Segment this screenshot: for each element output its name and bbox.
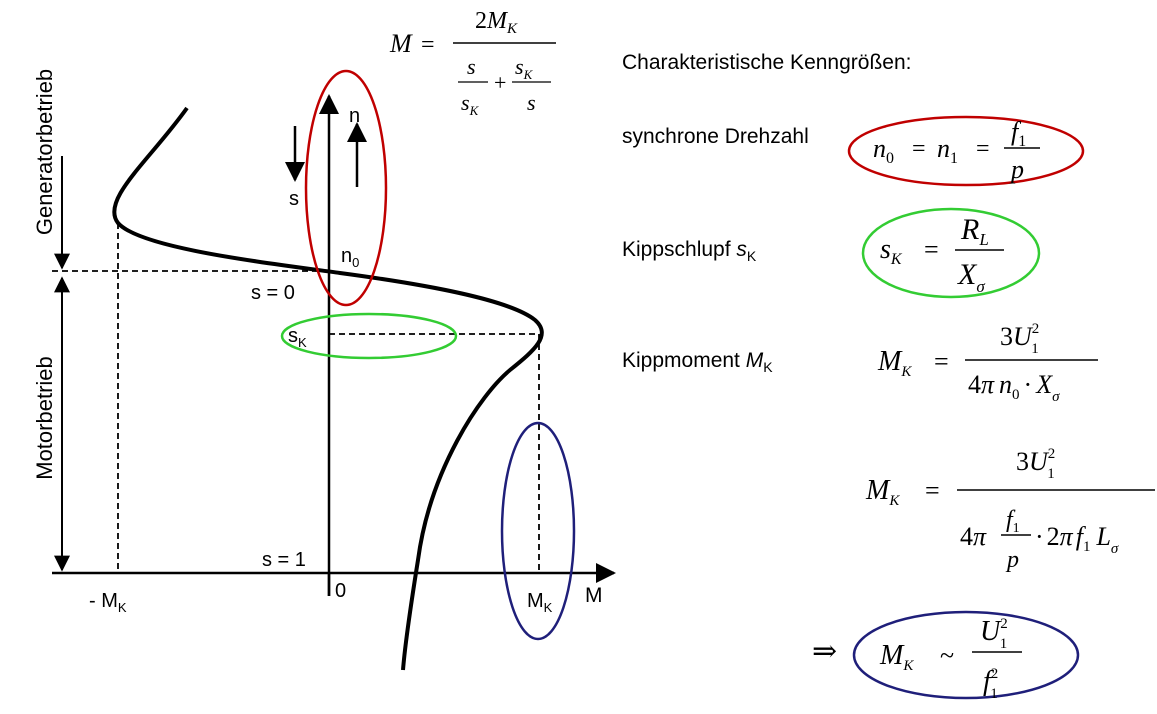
n0-label: n0: [341, 245, 359, 270]
n-arrow-label: n: [349, 105, 360, 127]
svg-text:=: =: [976, 136, 990, 162]
svg-text:s: s: [527, 90, 536, 115]
svg-text:sK: sK: [880, 234, 903, 268]
svg-text:M: M: [389, 29, 413, 58]
kloss-formula: M = 2MK s sK + sK s: [389, 8, 556, 118]
green-highlight-ellipse: [280, 312, 458, 360]
svg-text:MK: MK: [865, 475, 900, 509]
svg-text:p: p: [1009, 155, 1024, 184]
svg-text:n1: n1: [937, 134, 958, 167]
svg-text:MK: MK: [877, 346, 912, 380]
navy-highlight-ellipse: [500, 421, 576, 641]
svg-text:=: =: [934, 347, 949, 376]
red-highlight-ellipse: [304, 69, 388, 307]
minus-mk-label: - MK: [89, 590, 127, 615]
svg-text:MK: MK: [879, 640, 914, 674]
svg-text:2MK: 2MK: [475, 8, 518, 37]
kipp-slip-label-var: s: [736, 238, 747, 261]
svg-text:=: =: [925, 476, 940, 505]
s-arrow-label: s: [289, 188, 299, 210]
m-axis-label: M: [585, 584, 603, 607]
svg-text:⇒: ⇒: [812, 635, 837, 668]
kipp-slip-formula: sK = RL Xσ: [861, 207, 1041, 299]
svg-text:=: =: [421, 32, 435, 58]
motor-region-label: Motorbetrieb: [32, 356, 57, 480]
mk-label: MK: [527, 590, 553, 615]
svg-text:sK: sK: [461, 90, 480, 118]
svg-text:p: p: [1005, 547, 1019, 573]
svg-text:=: =: [924, 235, 939, 264]
sync-speed-label: synchrone Drehzahl: [622, 125, 809, 148]
svg-text:n0: n0: [873, 134, 894, 167]
kipp-moment-label-var: M: [745, 349, 764, 372]
svg-text:RL: RL: [960, 213, 989, 249]
sk-label: sK: [288, 325, 307, 350]
sync-speed-formula: n0 = n1 = f1 p: [847, 115, 1085, 187]
s-one-label: s = 1: [262, 549, 306, 571]
svg-text:Xσ: Xσ: [957, 258, 985, 296]
kipp-moment-label-sub: K: [763, 359, 773, 376]
sync-speed-ellipse: [847, 115, 1085, 187]
kipp-moment-label: Kippmoment MK: [622, 349, 773, 375]
svg-text:sK: sK: [515, 54, 534, 82]
torque-curve: [112, 106, 544, 671]
svg-text:~: ~: [940, 641, 954, 670]
kipp-slip-label: Kippschlupf sK: [622, 238, 756, 264]
kipp-slip-label-sub: K: [746, 248, 757, 265]
svg-text:+: +: [494, 70, 506, 95]
svg-text:s: s: [467, 54, 476, 79]
kipp-slip-ellipse: [861, 207, 1041, 299]
svg-text:=: =: [912, 136, 926, 162]
svg-text:f1: f1: [1006, 507, 1020, 536]
kipp-moment-label-text: Kippmoment: [622, 349, 746, 372]
generator-region-label: Generatorbetrieb: [32, 69, 57, 235]
s-zero-label: s = 0: [251, 282, 295, 304]
proportionality-ellipse: [852, 610, 1080, 700]
svg-text:f1: f1: [1011, 117, 1026, 150]
kipp-slip-label-text: Kippschlupf: [622, 238, 737, 261]
svg-text:f21: f21: [983, 666, 998, 702]
panel-heading: Charakteristische Kenngrößen:: [622, 51, 912, 74]
svg-text:4π: 4π: [960, 522, 987, 551]
origin-label: 0: [335, 580, 346, 602]
svg-text:U21: U21: [980, 616, 1008, 652]
